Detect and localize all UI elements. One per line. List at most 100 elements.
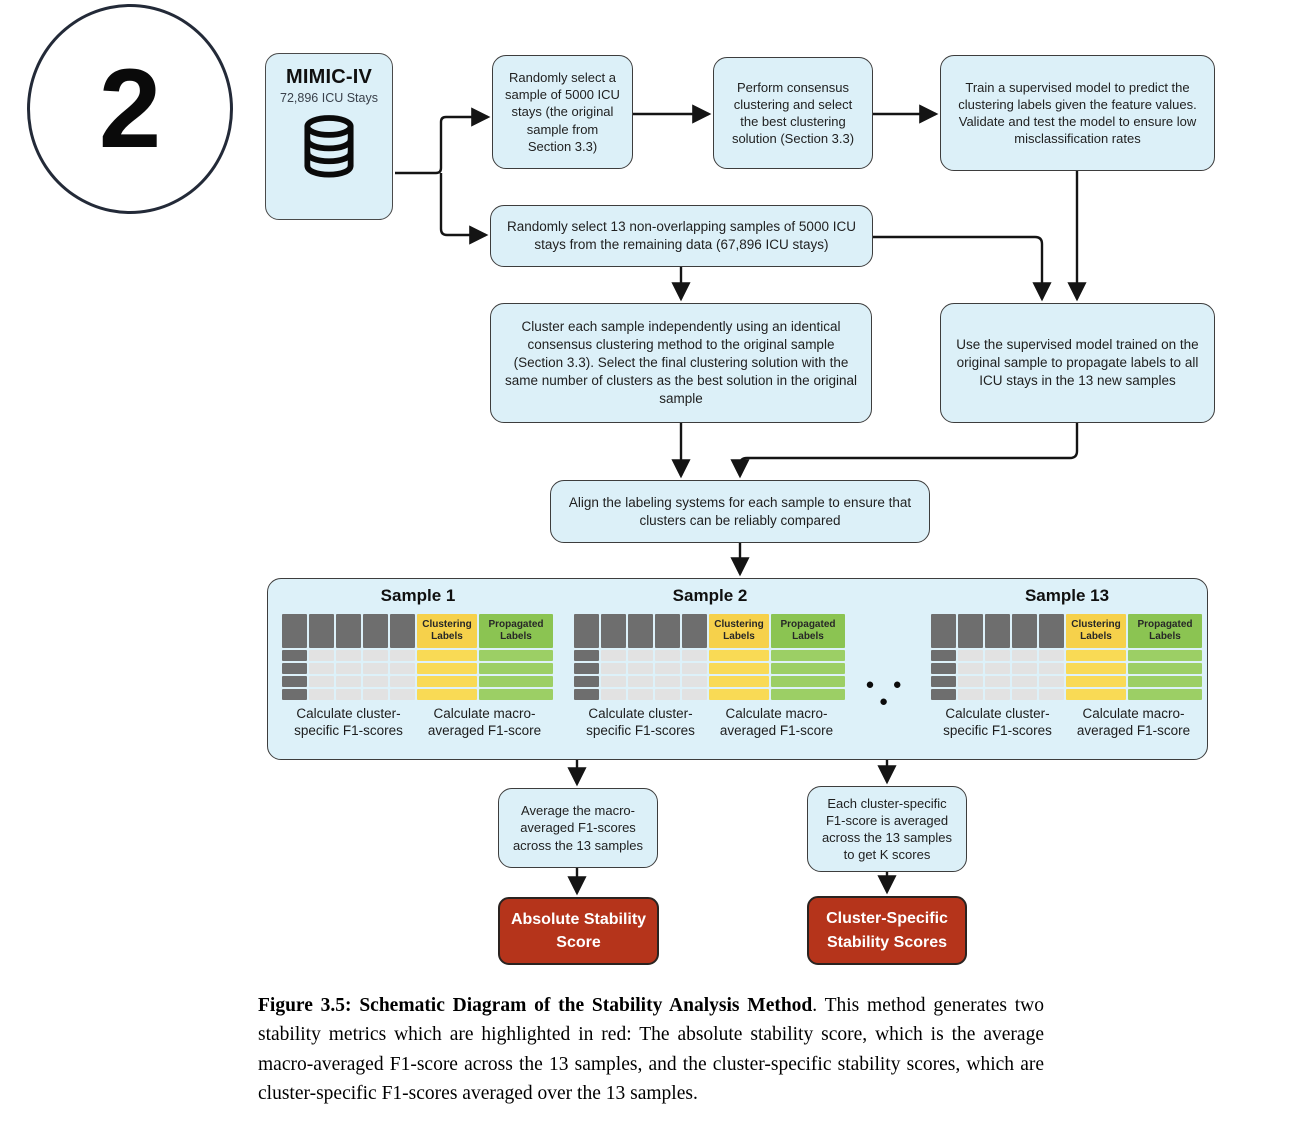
feature-value-cell bbox=[363, 676, 388, 687]
step-number-circle: 2 bbox=[27, 4, 233, 214]
propagated-labels-header: Propagated Labels bbox=[479, 614, 553, 648]
ellipsis-dots: ● ● ● bbox=[865, 676, 909, 710]
feature-header-cell bbox=[682, 614, 707, 648]
feature-value-cell bbox=[628, 663, 653, 674]
feature-header-cell bbox=[931, 614, 956, 648]
row-id-cell bbox=[931, 676, 956, 687]
propagated-label-cell bbox=[1128, 676, 1202, 687]
feature-value-cell bbox=[655, 689, 680, 700]
feature-value-cell bbox=[682, 663, 707, 674]
row-id-cell bbox=[282, 650, 307, 661]
feature-value-cell bbox=[1012, 650, 1037, 661]
feature-value-cell bbox=[985, 663, 1010, 674]
clustering-label-cell bbox=[1066, 650, 1126, 661]
feature-value-cell bbox=[363, 663, 388, 674]
propagated-label-cell bbox=[771, 650, 845, 661]
clustering-label-cell bbox=[417, 663, 477, 674]
propagated-label-cell bbox=[771, 689, 845, 700]
feature-header-cell bbox=[390, 614, 415, 648]
feature-header-cell bbox=[282, 614, 307, 648]
feature-value-cell bbox=[1012, 676, 1037, 687]
feature-value-cell bbox=[958, 650, 983, 661]
box-propagate-labels: Use the supervised model trained on the … bbox=[940, 303, 1215, 423]
propagated-labels-header: Propagated Labels bbox=[771, 614, 845, 648]
feature-value-cell bbox=[1039, 650, 1064, 661]
propagated-label-cell bbox=[479, 650, 553, 661]
sample-title: Sample 13 bbox=[1024, 586, 1110, 605]
feature-value-cell bbox=[336, 676, 361, 687]
caption-macro-averaged: Calculate macro-averaged F1-score bbox=[427, 706, 542, 739]
clustering-labels-header: Clustering Labels bbox=[709, 614, 769, 648]
feature-value-cell bbox=[1039, 689, 1064, 700]
feature-value-cell bbox=[958, 689, 983, 700]
feature-value-cell bbox=[601, 650, 626, 661]
row-id-cell bbox=[931, 650, 956, 661]
feature-value-cell bbox=[655, 663, 680, 674]
row-id-cell bbox=[574, 650, 599, 661]
row-id-cell bbox=[282, 676, 307, 687]
clustering-label-cell bbox=[709, 689, 769, 700]
propagated-label-cell bbox=[1128, 689, 1202, 700]
propagated-label-cell bbox=[1128, 650, 1202, 661]
figure-caption: Figure 3.5: Schematic Diagram of the Sta… bbox=[258, 991, 1044, 1108]
feature-value-cell bbox=[309, 663, 334, 674]
feature-value-cell bbox=[336, 650, 361, 661]
feature-value-cell bbox=[390, 663, 415, 674]
caption-cluster-specific: Calculate cluster-specific F1-scores bbox=[943, 706, 1052, 739]
propagated-label-cell bbox=[479, 676, 553, 687]
mimic-source-box: MIMIC-IV 72,896 ICU Stays bbox=[265, 53, 393, 220]
feature-value-cell bbox=[628, 650, 653, 661]
feature-header-cell bbox=[601, 614, 626, 648]
feature-value-cell bbox=[363, 689, 388, 700]
propagated-labels-header: Propagated Labels bbox=[1128, 614, 1202, 648]
clustering-label-cell bbox=[709, 663, 769, 674]
arrow-source-to-select-sample bbox=[395, 107, 491, 175]
arrow-source-to-select-13 bbox=[439, 173, 489, 245]
feature-value-cell bbox=[682, 689, 707, 700]
row-id-cell bbox=[574, 663, 599, 674]
feature-value-cell bbox=[390, 676, 415, 687]
caption-macro-averaged: Calculate macro-averaged F1-score bbox=[1076, 706, 1191, 739]
propagated-label-cell bbox=[479, 689, 553, 700]
feature-value-cell bbox=[628, 676, 653, 687]
clustering-labels-header: Clustering Labels bbox=[1066, 614, 1126, 648]
propagated-label-cell bbox=[479, 663, 553, 674]
feature-value-cell bbox=[682, 650, 707, 661]
feature-value-cell bbox=[958, 676, 983, 687]
feature-value-cell bbox=[1039, 663, 1064, 674]
feature-value-cell bbox=[682, 676, 707, 687]
row-id-cell bbox=[931, 663, 956, 674]
caption-macro-averaged: Calculate macro-averaged F1-score bbox=[719, 706, 834, 739]
feature-value-cell bbox=[1012, 689, 1037, 700]
propagated-label-cell bbox=[1128, 663, 1202, 674]
feature-header-cell bbox=[958, 614, 983, 648]
clustering-label-cell bbox=[709, 676, 769, 687]
row-id-cell bbox=[574, 676, 599, 687]
row-id-cell bbox=[574, 689, 599, 700]
feature-value-cell bbox=[985, 689, 1010, 700]
feature-value-cell bbox=[958, 663, 983, 674]
feature-value-cell bbox=[985, 650, 1010, 661]
figure-caption-title: Figure 3.5: Schematic Diagram of the Sta… bbox=[258, 995, 813, 1016]
clustering-label-cell bbox=[417, 676, 477, 687]
feature-value-cell bbox=[390, 650, 415, 661]
feature-value-cell bbox=[336, 689, 361, 700]
feature-value-cell bbox=[601, 676, 626, 687]
box-consensus-clustering: Perform consensus clustering and select … bbox=[713, 57, 873, 169]
result-cluster-specific-stability-scores: Cluster-Specific Stability Scores bbox=[807, 896, 967, 965]
clustering-label-cell bbox=[1066, 676, 1126, 687]
feature-value-cell bbox=[655, 676, 680, 687]
feature-header-cell bbox=[1039, 614, 1064, 648]
clustering-label-cell bbox=[1066, 689, 1126, 700]
box-train-model: Train a supervised model to predict the … bbox=[940, 55, 1215, 171]
feature-value-cell bbox=[336, 663, 361, 674]
source-subtitle: 72,896 ICU Stays bbox=[280, 91, 378, 105]
clustering-label-cell bbox=[709, 650, 769, 661]
feature-value-cell bbox=[601, 689, 626, 700]
sample-title: Sample 1 bbox=[380, 586, 456, 605]
feature-header-cell bbox=[628, 614, 653, 648]
